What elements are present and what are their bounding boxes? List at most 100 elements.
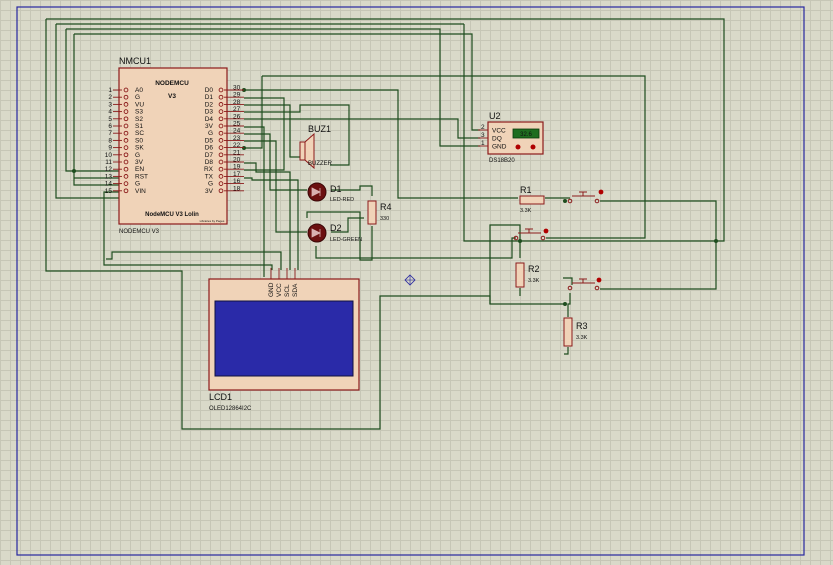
nodemcu-ref: NMCU1 [119, 56, 151, 66]
pin-number: 22 [233, 142, 241, 149]
buzzer-value: BUZZER [308, 161, 333, 167]
pin-number: 26 [233, 113, 241, 120]
pin-name: D5 [205, 137, 214, 144]
pin-name: G [208, 130, 213, 137]
pin-name: S2 [135, 116, 143, 123]
resistor-r4[interactable]: R4 330 [367, 200, 392, 225]
buzzer-body [299, 141, 306, 161]
pin-circle-icon [123, 94, 129, 100]
nodemcu-body [118, 67, 228, 225]
pin-name: D6 [205, 145, 214, 152]
pin-number: 5 [108, 116, 112, 123]
switch-contact-icon [567, 285, 573, 291]
pin-name: G [135, 94, 140, 101]
push-button-1[interactable] [567, 189, 604, 204]
junction-dot [714, 239, 718, 243]
pin-name: VIN [135, 188, 146, 195]
pin-circle-icon [218, 181, 224, 186]
diode-symbol-icon [311, 228, 321, 238]
nodemcu-title1: NODEMCU [155, 80, 189, 87]
pin-number: 6 [108, 123, 112, 130]
speaker-icon [304, 132, 315, 170]
r1-value: 3.3K [520, 208, 532, 214]
pin-name: VCC [492, 128, 506, 135]
pin-name: S3 [135, 109, 143, 116]
diode-symbol-icon [311, 187, 321, 197]
pin-circle-icon [123, 102, 129, 107]
push-button-2[interactable] [513, 228, 549, 241]
pin-number: 4 [108, 109, 112, 116]
resistor-r1[interactable]: R1 3.3K [519, 185, 545, 214]
wire-vcc-left [106, 251, 282, 270]
nodemcu-title2: V3 [168, 93, 176, 100]
wire-gnd-left [103, 191, 273, 270]
ds18b20-button-icon[interactable] [515, 144, 521, 150]
pin-circle-icon [218, 188, 224, 194]
pin-name: D4 [205, 116, 214, 123]
switch-actuator-icon [572, 278, 595, 284]
resistor-body [367, 200, 377, 225]
pin-name: DQ [492, 136, 502, 143]
pin-name: VU [135, 101, 144, 108]
resistor-r3[interactable]: R3 3.3K [563, 317, 588, 347]
ds18b20-display-value: 32.6 [520, 132, 532, 138]
origin-marker-icon [404, 274, 416, 286]
oled-ref: LCD1 [209, 392, 232, 402]
pin-circle-icon [123, 174, 129, 179]
switch-contact-icon [513, 235, 519, 241]
pin-number: 2 [108, 94, 112, 101]
wires [45, 18, 725, 430]
wire-r3-top [567, 293, 571, 317]
resistor-r2[interactable]: R2 3.3K [515, 262, 540, 288]
pin-number: 11 [105, 159, 112, 166]
pin-circle-icon [218, 94, 224, 100]
pin-circle-icon [123, 166, 129, 172]
pin-number: 1 [108, 87, 112, 94]
pin-name: D8 [205, 159, 214, 166]
junction-dot [563, 199, 567, 203]
switch-contact-icon [567, 198, 573, 204]
pin-number: 19 [233, 164, 241, 171]
pin-number: 3 [481, 132, 485, 139]
pin-number: 14 [105, 181, 113, 188]
pin-circle-icon [123, 159, 129, 165]
wire-d1-d2b [244, 76, 263, 149]
junction-dot [518, 239, 522, 243]
r2-value: 3.3K [528, 278, 540, 284]
wire-buz1 [244, 104, 305, 158]
wire-r4-top [331, 185, 373, 196]
buzzer[interactable]: BUZ1 BUZZER [299, 124, 333, 170]
pin-number: 27 [233, 106, 241, 113]
pin-name: 3V [135, 159, 144, 166]
switch-contact-icon [594, 198, 600, 204]
pin-number: 10 [105, 152, 113, 159]
pin-circle-icon [123, 181, 129, 186]
wire-top-long [46, 18, 725, 242]
pin-circle-icon [218, 145, 224, 150]
wire-74b [73, 34, 120, 186]
pin-circle-icon [218, 116, 224, 122]
nodemcu-tiny-text: Libraries by Pages [200, 219, 225, 223]
nodemcu-module[interactable]: NMCU1 NODEMCU V3 NodeMCU V3 Lolin Librar… [105, 56, 244, 235]
wire-ds-dq [244, 118, 480, 139]
pin-name: D1 [205, 94, 214, 101]
push-button-3[interactable] [567, 277, 602, 291]
pin-name: S1 [135, 123, 143, 130]
led-red-value: LED-RED [330, 197, 354, 203]
oled-value: OLED12864I2C [209, 406, 252, 412]
r3-value: 3.3K [576, 335, 588, 341]
r4-value: 330 [380, 216, 389, 222]
pin-circle-icon [218, 87, 224, 93]
pin-circle-icon [123, 188, 129, 194]
pin-circle-icon [218, 159, 224, 165]
ds18b20-button-icon[interactable] [530, 144, 536, 150]
wire-66b [65, 29, 120, 172]
resistor-body [515, 262, 525, 288]
ds18b20-display [512, 128, 540, 139]
junction-dot [563, 302, 567, 306]
led-red[interactable]: D1 LED-RED [307, 182, 354, 203]
led-green[interactable]: D2 LED-GREEN [307, 223, 362, 243]
